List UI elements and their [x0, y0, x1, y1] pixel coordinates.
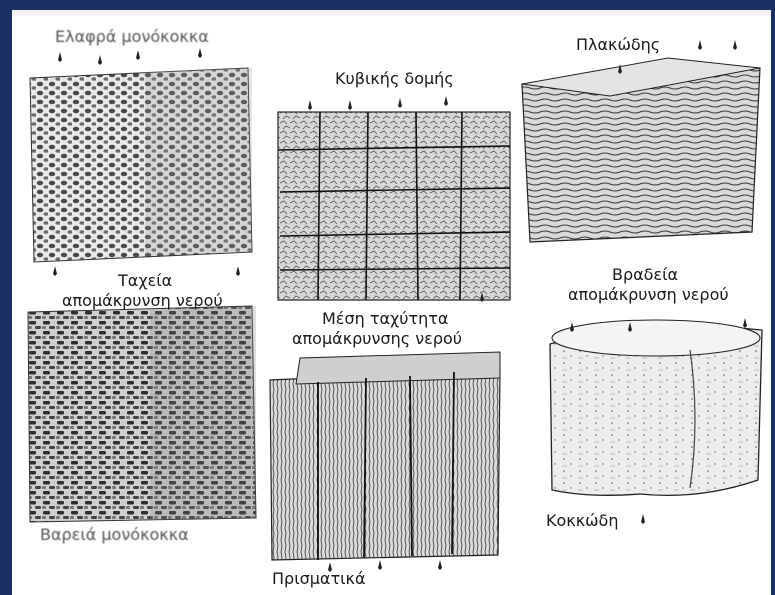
label-cubic-structure: Κυβικής δομής [335, 70, 454, 88]
light-single-grain-block [30, 68, 252, 262]
label-medium-drainage-line2: απομάκρυνσης νερού [292, 330, 462, 348]
prismatic-block [270, 352, 500, 560]
label-granular: Κοκκώδη [546, 512, 618, 530]
platy-block [522, 58, 760, 242]
heavy-single-grain-block [28, 306, 256, 522]
label-slow-drainage-line1: Βραδεία [612, 266, 678, 284]
granular-block [550, 320, 762, 495]
label-prismatic: Πρισματικά [272, 570, 366, 588]
label-platy: Πλακώδης [576, 36, 660, 54]
label-heavy-single-grain: Βαρειά μονόκοκκα [40, 526, 189, 544]
label-slow-drainage-line2: απομάκρυνση νερού [568, 286, 729, 304]
label-medium-drainage-line1: Μέση ταχύτητα [322, 310, 448, 328]
label-light-single-grain: Ελαφρά μονόκοκκα [55, 28, 209, 46]
cubic-structure-block [278, 112, 510, 300]
label-fast-drainage-line1: Ταχεία [118, 272, 172, 290]
label-fast-drainage-line2: απομάκρυνση νερού [62, 292, 223, 310]
